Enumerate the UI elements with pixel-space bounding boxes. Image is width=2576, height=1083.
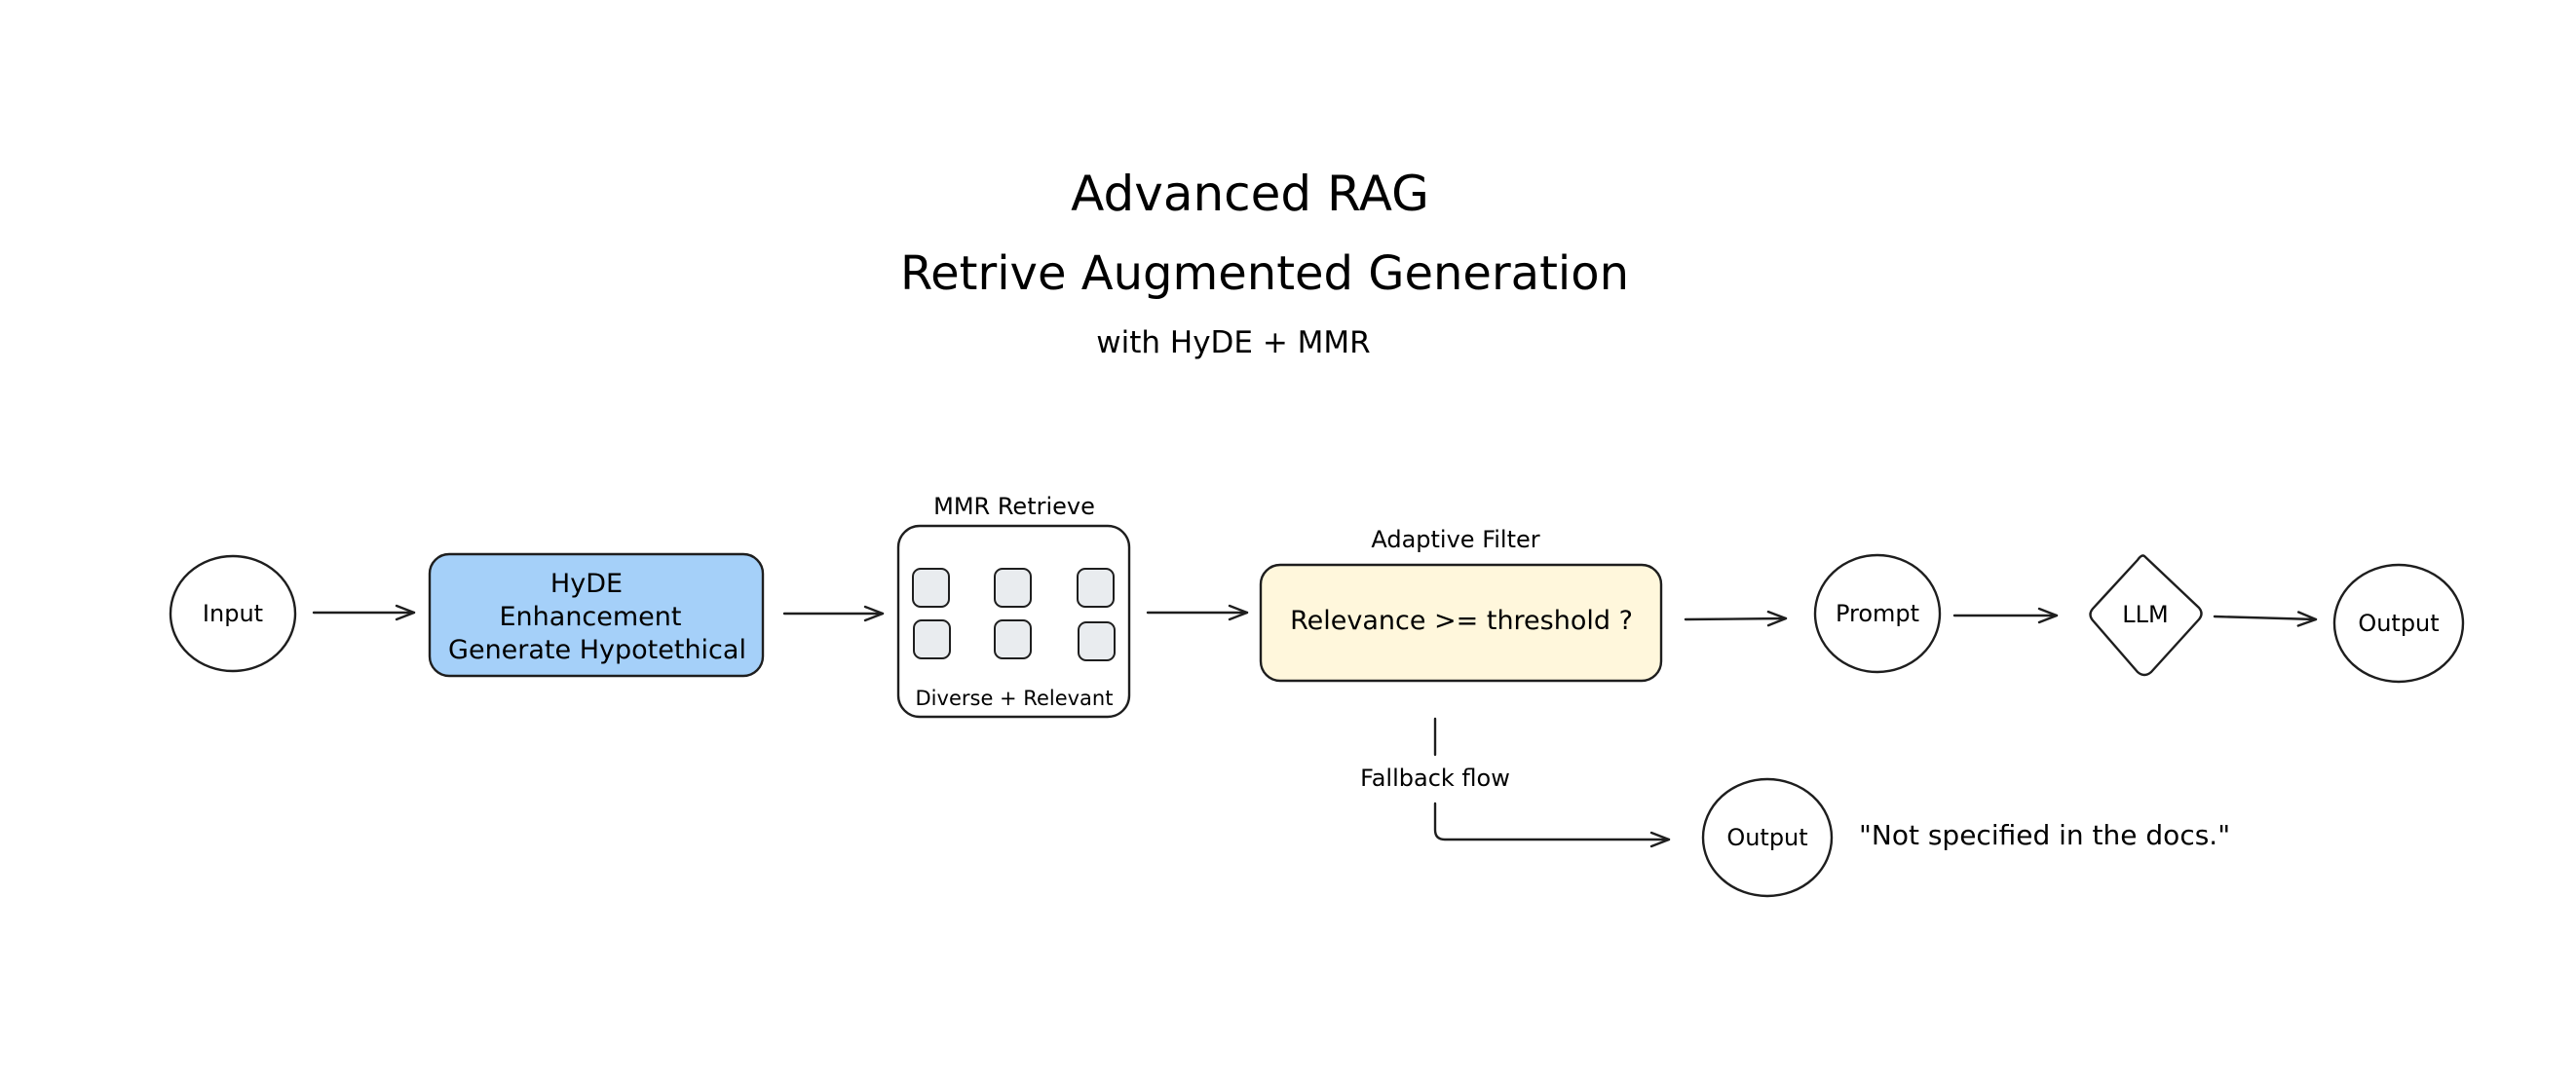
prompt-label: Prompt <box>1836 600 1919 627</box>
input-label: Input <box>203 600 263 627</box>
input-node: Input <box>169 554 297 673</box>
output-node-main: Output <box>2332 563 2465 684</box>
filter-box <box>1259 563 1663 683</box>
mmr-document-cell <box>994 619 1032 659</box>
hyde-label-line-3: Generate Hypotethical <box>448 635 746 665</box>
output-main-label: Output <box>2358 610 2439 637</box>
mmr-node: MMR Retrieve Diverse + Relevant <box>896 493 1131 719</box>
fallback-edge: Fallback flow <box>1360 717 1671 848</box>
hyde-box <box>428 552 765 678</box>
filter-node: Adaptive Filter Relevance >= threshold ? <box>1259 526 1663 683</box>
edge-llm-to-output <box>2213 611 2318 627</box>
mmr-document-cell <box>1078 621 1116 661</box>
fallback-edge-label: Fallback flow <box>1360 765 1510 792</box>
mmr-document-cell <box>994 568 1032 608</box>
hyde-label-line-1: HyDE <box>550 569 623 599</box>
output-node-fallback: Output <box>1701 777 1834 898</box>
prompt-node: Prompt <box>1813 553 1942 674</box>
diagram-title: Advanced RAG <box>1071 166 1429 222</box>
hyde-node: HyDE Enhancement Generate Hypotethical <box>428 552 765 678</box>
llm-node: LLM <box>2089 554 2203 677</box>
fallback-message: "Not specified in the docs." <box>1859 819 2230 851</box>
mmr-document-cell <box>912 568 950 608</box>
mmr-document-cell <box>913 619 951 659</box>
mmr-document-grid <box>912 568 1116 661</box>
mmr-caption-top: MMR Retrieve <box>933 493 1095 520</box>
diagram-tagline: with HyDE + MMR <box>1096 325 1370 360</box>
diagram-subtitle: Retrive Augmented Generation <box>900 246 1629 301</box>
filter-caption-top: Adaptive Filter <box>1371 526 1539 553</box>
llm-label: LLM <box>2122 601 2168 628</box>
filter-condition-label: Relevance >= threshold ? <box>1290 606 1633 636</box>
edge-filter-to-prompt <box>1684 610 1788 627</box>
mmr-caption-bottom: Diverse + Relevant <box>916 687 1114 710</box>
hyde-label-line-2: Enhancement <box>499 602 681 632</box>
mmr-document-cell <box>1077 568 1115 608</box>
mmr-box <box>896 524 1131 719</box>
output-fallback-label: Output <box>1726 824 1807 851</box>
